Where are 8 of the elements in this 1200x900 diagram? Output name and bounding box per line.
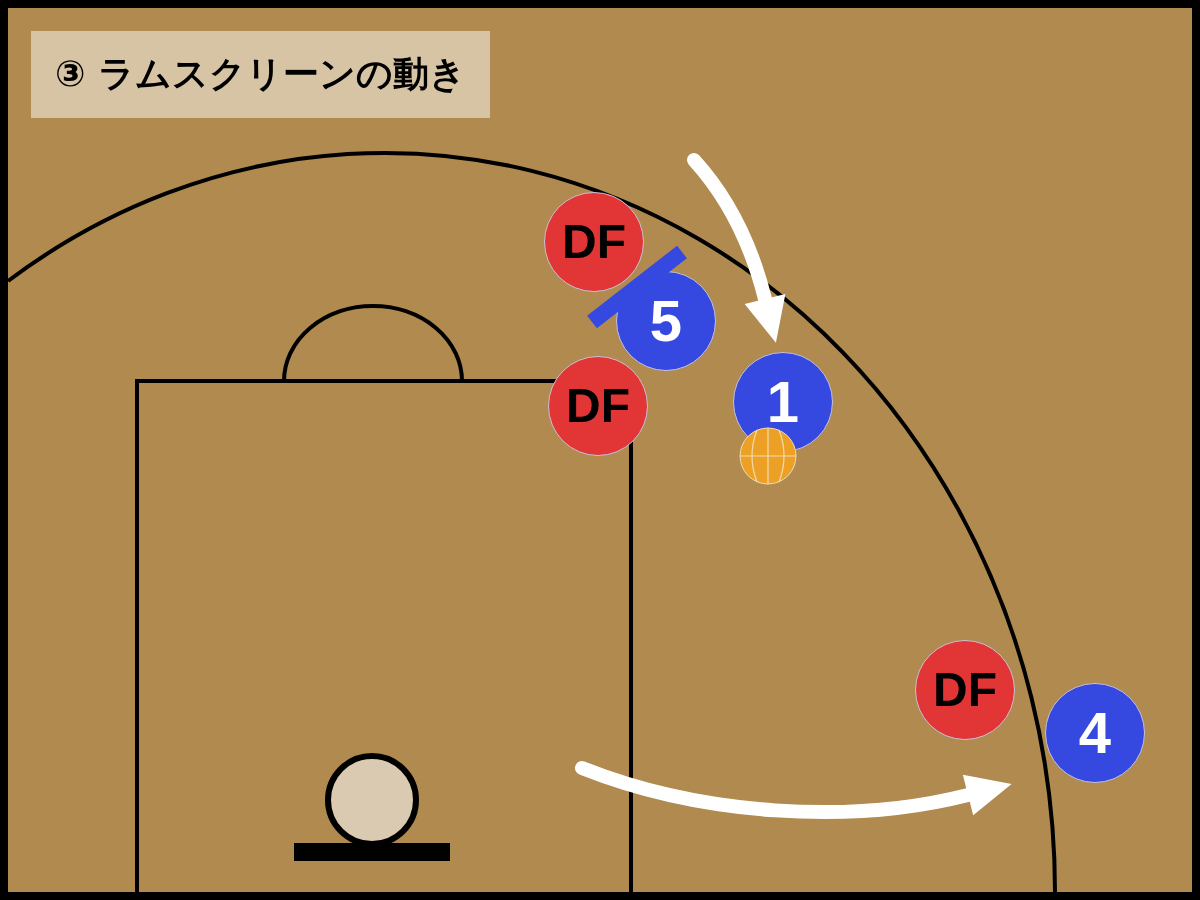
defender-circle: DF	[548, 356, 648, 456]
arrow	[575, 761, 1012, 819]
defender-circle: DF	[915, 640, 1015, 740]
player-circle: 1	[733, 352, 833, 452]
player-circle: 4	[1045, 683, 1145, 783]
arrow	[687, 153, 786, 343]
title-banner: ③ ラムスクリーンの動き	[31, 31, 490, 118]
defender-circle: DF	[544, 192, 644, 292]
